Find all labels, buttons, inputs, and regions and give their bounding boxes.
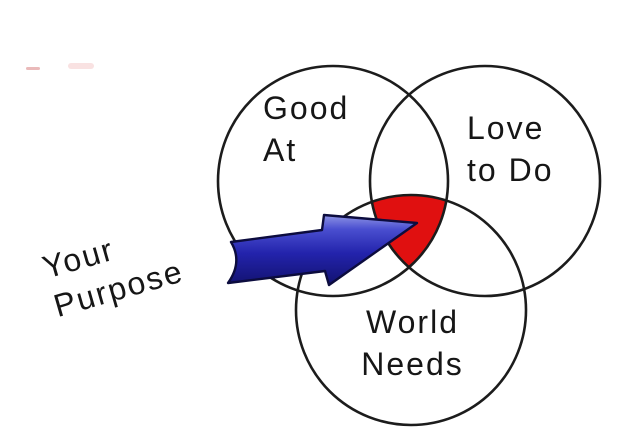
- purpose-arrow-icon: [226, 213, 419, 287]
- label-good-at: Good At: [263, 87, 349, 171]
- label-love-to-do-line1: Love: [467, 110, 545, 146]
- label-world-needs-line1: World: [366, 304, 459, 340]
- circle-love-to-do: [368, 64, 602, 298]
- circle-good-at: [216, 64, 450, 298]
- artifact-smudge: [68, 63, 94, 69]
- label-good-at-line1: Good: [263, 90, 350, 126]
- circle-world-needs: [294, 193, 528, 427]
- artifact-smudge: [26, 67, 40, 70]
- label-world-needs-line2: Needs: [361, 346, 464, 382]
- center-overlap-region: [372, 194, 446, 267]
- label-love-to-do-line2: to Do: [467, 152, 554, 188]
- label-good-at-line2: At: [263, 132, 298, 168]
- label-love-to-do: Love to Do: [467, 107, 553, 191]
- label-world-needs: World Needs: [335, 301, 490, 385]
